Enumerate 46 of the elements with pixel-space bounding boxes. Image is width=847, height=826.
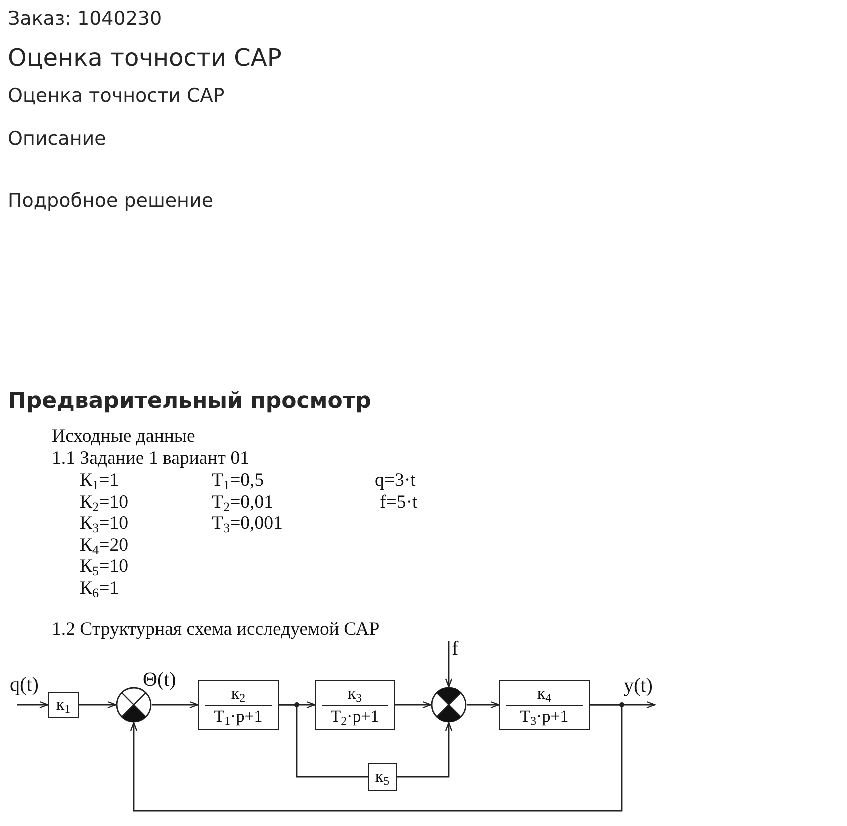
transfer-function-block [315,680,395,730]
parameter-value: T$_{3}$=0,001 [212,513,283,535]
denominator-text: T$_{2}$·p+1 [330,708,380,726]
signal-arrow [152,701,199,709]
parameter-value: К$_{6}$=1 [80,578,120,600]
parameter-value: К$_{4}$=20 [80,535,128,557]
order-number: Заказ: 1040230 [8,9,162,31]
subtitle: Оценка точности САР [8,86,225,108]
signal-label: y(t) [624,675,653,698]
page-title: Оценка точности САР [8,45,282,73]
signal-arrow [467,701,500,709]
numerator-text: к$_{3}$ [348,684,362,702]
transfer-function-block [499,680,590,730]
section-label: Описание [8,129,106,151]
signal-arrow [17,701,49,709]
signal-label: q(t) [10,674,39,697]
parameter-value: T$_{2}$=0,01 [212,492,274,514]
parameter-value: К$_{5}$=10 [80,556,128,578]
parameter-value: q=3·t [375,470,416,492]
denominator-text: T$_{1}$·p+1 [214,708,263,726]
signal-label: Θ(t) [143,669,176,692]
summing-junction [431,687,467,723]
parameter-value: К$_{2}$=10 [80,492,128,514]
signal-arrow [79,701,117,709]
signal-line [279,704,368,778]
gain-text: к$_{1}$ [56,696,71,714]
parameter-value: T$_{1}$=0,5 [212,470,264,492]
parameter-value: f=5·t [380,492,418,514]
signal-arrow [445,641,453,688]
gain-block [368,763,397,791]
transfer-function-block [198,680,279,730]
gain-block [48,692,79,718]
paragraph-heading: 1.1 Задание 1 вариант 01 [52,448,250,470]
signal-arrow [397,722,453,778]
gain-text: к$_{5}$ [375,768,390,786]
parameter-value: К$_{3}$=10 [80,513,128,535]
numerator-text: к$_{4}$ [537,684,552,702]
description-text: Подробное решение [8,191,214,213]
section-heading: Предварительный просмотр [8,389,372,414]
signal-arrow [395,701,432,709]
paragraph-heading: Исходные данные [52,426,196,448]
parameter-value: К$_{1}$=1 [80,470,120,492]
signal-label: f [452,638,459,661]
paragraph-heading: 1.2 Структурная схема исследуемой САР [52,619,380,641]
numerator-text: к$_{2}$ [231,684,246,702]
denominator-text: T$_{3}$·p+1 [520,708,569,726]
